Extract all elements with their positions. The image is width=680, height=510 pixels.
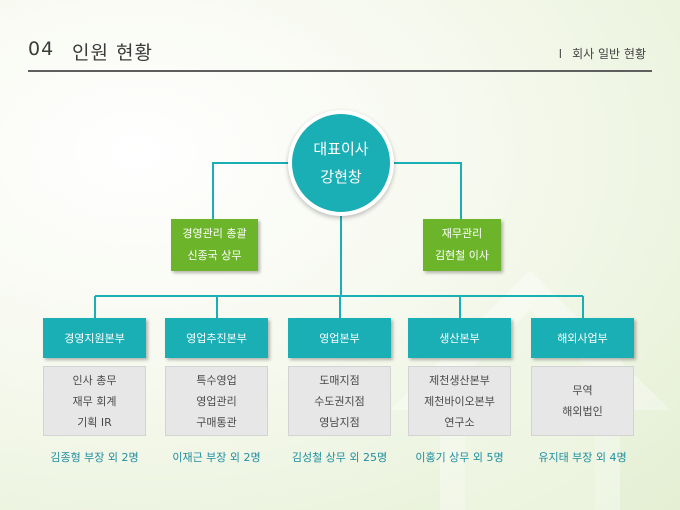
subunit-item: 제천바이오본부	[424, 394, 495, 408]
executive-title: 재무관리	[441, 227, 483, 240]
executive-node-management: 경영관리 총괄 신종국 상무	[171, 219, 258, 271]
department-subunits: 도매지점 수도권지점 영남지점	[288, 366, 391, 436]
ceo-name: 강현창	[320, 168, 362, 186]
connector-ceo-right	[394, 162, 462, 219]
executive-title: 경영관리 총괄	[182, 227, 247, 240]
department-subunits: 인사 총무 재무 회계 기획 IR	[43, 366, 146, 436]
department-node: 영업추진본부	[165, 318, 268, 358]
department-subunits: 제천생산본부 제천바이오본부 연구소	[408, 366, 511, 436]
subunit-item: 재무 회계	[72, 394, 117, 408]
subunit-item: 수도권지점	[314, 394, 365, 408]
ceo-node: 대표이사 강현창	[288, 110, 394, 216]
ceo-title: 대표이사	[313, 140, 369, 158]
subunit-item: 인사 총무	[72, 373, 117, 387]
subunit-item: 기획 IR	[77, 415, 112, 429]
page-number: 04	[28, 38, 55, 60]
subunit-item: 제천생산본부	[429, 373, 490, 387]
executive-name: 신종국 상무	[187, 249, 242, 262]
section-marker: I	[558, 47, 563, 61]
subunit-item: 해외법인	[562, 405, 603, 418]
subunit-item: 특수영업	[196, 373, 237, 387]
department-subunits: 특수영업 영업관리 구매통관	[165, 366, 268, 436]
background-arrow-decoration	[390, 270, 670, 510]
department-staff: 김종형 부장 외 2명	[50, 451, 139, 464]
subunit-item: 영업관리	[196, 394, 237, 408]
department-staff: 김성철 상무 외 25명	[291, 451, 388, 464]
header-divider	[28, 70, 652, 72]
department-staff: 유지태 부장 외 4명	[538, 451, 627, 464]
department-node: 해외사업부	[531, 318, 634, 358]
subunit-item: 연구소	[444, 415, 475, 429]
subunit-item: 도매지점	[319, 373, 360, 387]
executive-node-finance: 재무관리 김현철 이사	[423, 219, 501, 271]
department-node: 경영지원본부	[43, 318, 146, 358]
department-node: 생산본부	[408, 318, 511, 358]
department-node: 영업본부	[288, 318, 391, 358]
executive-name: 김현철 이사	[434, 249, 490, 262]
page-title: 인원 현황	[72, 42, 153, 64]
subunit-item: 구매통관	[196, 415, 237, 429]
connector-ceo-left	[212, 162, 288, 219]
subunit-item: 무역	[572, 384, 593, 397]
department-staff: 이재근 부장 외 2명	[172, 451, 261, 464]
section-name: 회사 일반 현황	[572, 47, 646, 61]
subunit-item: 영남지점	[319, 415, 360, 429]
section-label: I 회사 일반 현황	[559, 45, 646, 62]
department-subunits: 무역 해외법인	[531, 366, 634, 436]
department-staff: 이홍기 상무 외 5명	[415, 451, 504, 464]
